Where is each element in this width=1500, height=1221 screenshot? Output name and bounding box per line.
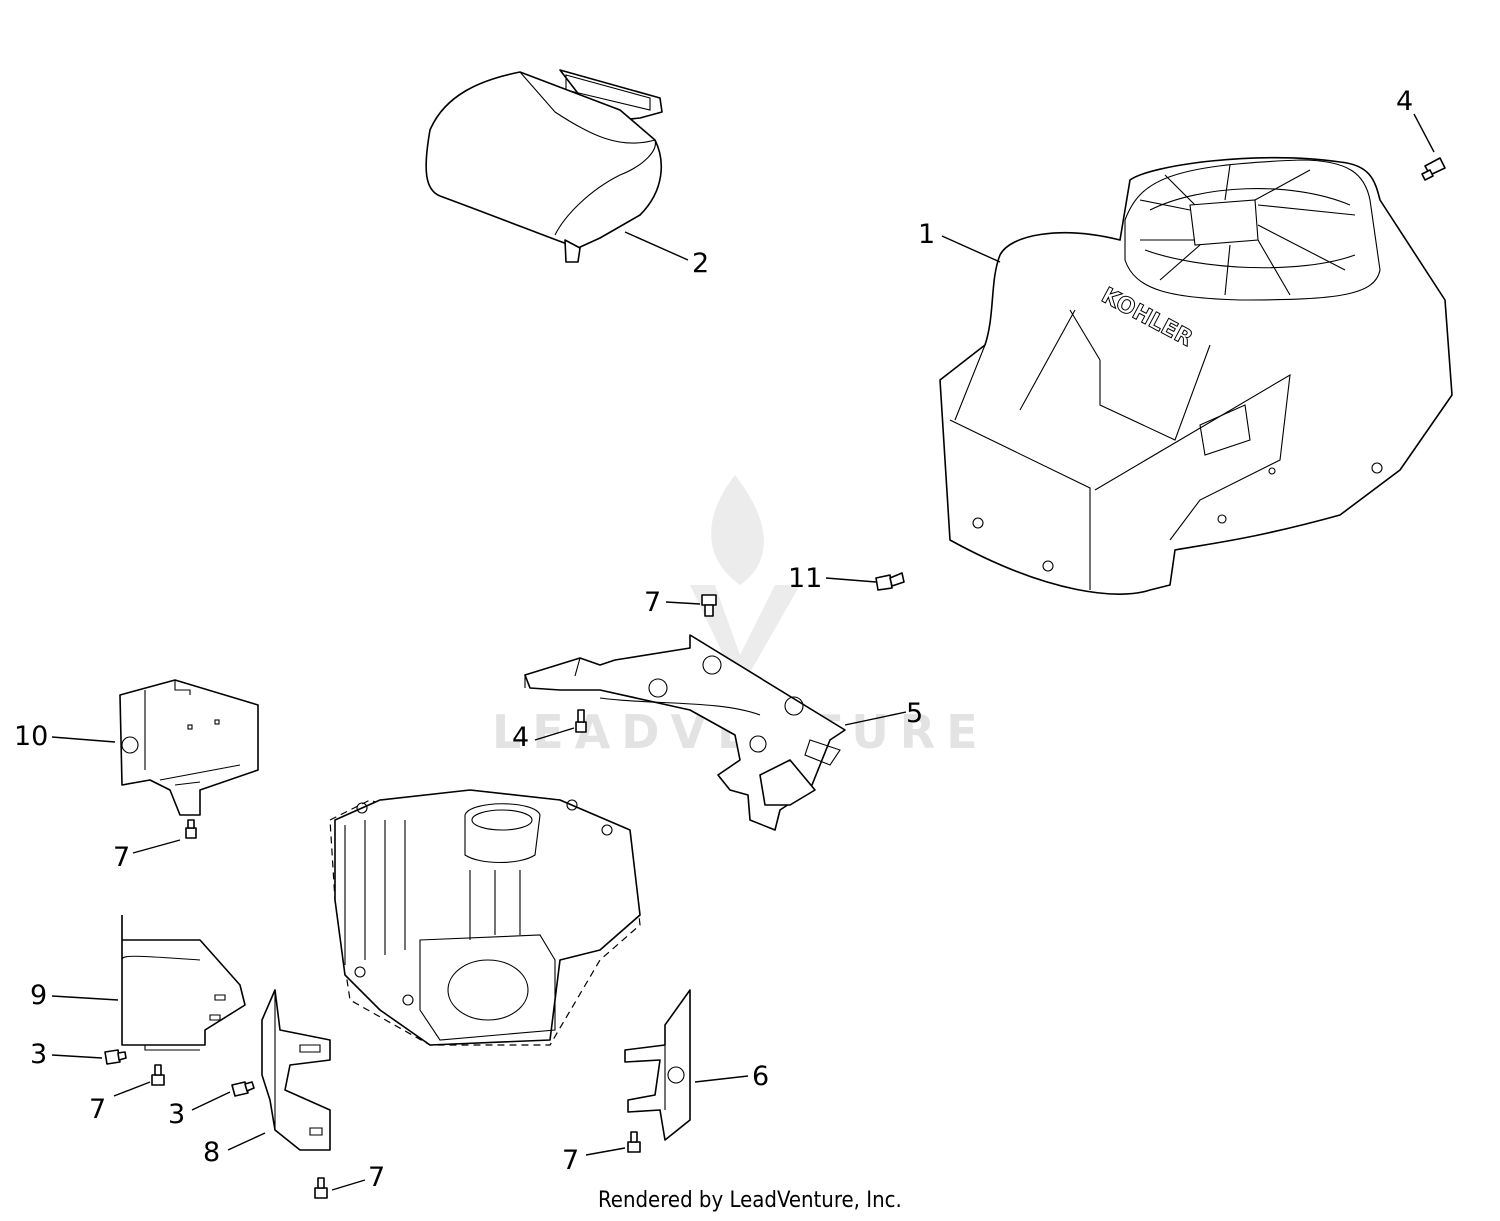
callout-3-left[interactable]: 3 bbox=[30, 1039, 47, 1070]
callout-7-left-upper[interactable]: 7 bbox=[113, 842, 130, 873]
part-heat-shield[interactable] bbox=[119, 679, 259, 816]
leader-lines bbox=[51, 113, 1435, 1191]
callout-2[interactable]: 2 bbox=[692, 248, 709, 279]
callout-1[interactable]: 1 bbox=[918, 219, 935, 250]
part-bracket-right[interactable] bbox=[624, 989, 691, 1141]
callout-8[interactable]: 8 bbox=[203, 1137, 220, 1168]
bolt-4-center[interactable] bbox=[575, 709, 587, 733]
bolt-7-left-lower[interactable] bbox=[151, 1064, 165, 1086]
bolt-3-left[interactable] bbox=[104, 1049, 127, 1065]
watermark-flame-icon bbox=[690, 475, 800, 690]
part-lower-shield[interactable] bbox=[121, 915, 246, 1051]
callout-11[interactable]: 11 bbox=[788, 563, 822, 594]
callout-5[interactable]: 5 bbox=[906, 698, 923, 729]
callouts: 1 2 3 3 4 4 5 6 7 7 7 7 7 8 9 10 11 bbox=[14, 86, 1413, 1193]
part-cylinder-baffle[interactable] bbox=[524, 634, 846, 831]
bolt-3-center[interactable] bbox=[231, 1081, 255, 1097]
callout-4-center[interactable]: 4 bbox=[512, 722, 529, 753]
callout-3-center[interactable]: 3 bbox=[168, 1099, 185, 1130]
callout-6[interactable]: 6 bbox=[752, 1061, 769, 1092]
bolt-7-left-upper[interactable] bbox=[185, 819, 197, 839]
callout-7-right[interactable]: 7 bbox=[562, 1145, 579, 1176]
callout-7-bottom[interactable]: 7 bbox=[368, 1162, 385, 1193]
part-blower-housing[interactable]: KOHLER bbox=[939, 156, 1453, 595]
callout-7-left-lower[interactable]: 7 bbox=[89, 1094, 106, 1125]
bolt-7-top[interactable] bbox=[701, 594, 717, 617]
footer-credit: Rendered by LeadVenture, Inc. bbox=[598, 1188, 902, 1213]
bolt-4-top[interactable] bbox=[1421, 157, 1446, 181]
callout-10[interactable]: 10 bbox=[14, 721, 48, 752]
callout-7-top[interactable]: 7 bbox=[644, 587, 661, 618]
bolt-11[interactable] bbox=[875, 572, 905, 591]
callout-4-top[interactable]: 4 bbox=[1396, 86, 1413, 117]
part-bracket-left[interactable] bbox=[261, 989, 331, 1151]
callout-9[interactable]: 9 bbox=[30, 980, 47, 1011]
engine-block-reference bbox=[329, 789, 641, 1046]
bolt-7-right[interactable] bbox=[627, 1131, 641, 1153]
bolt-7-bottom[interactable] bbox=[314, 1177, 328, 1199]
part-air-cleaner-cover[interactable] bbox=[425, 69, 663, 263]
